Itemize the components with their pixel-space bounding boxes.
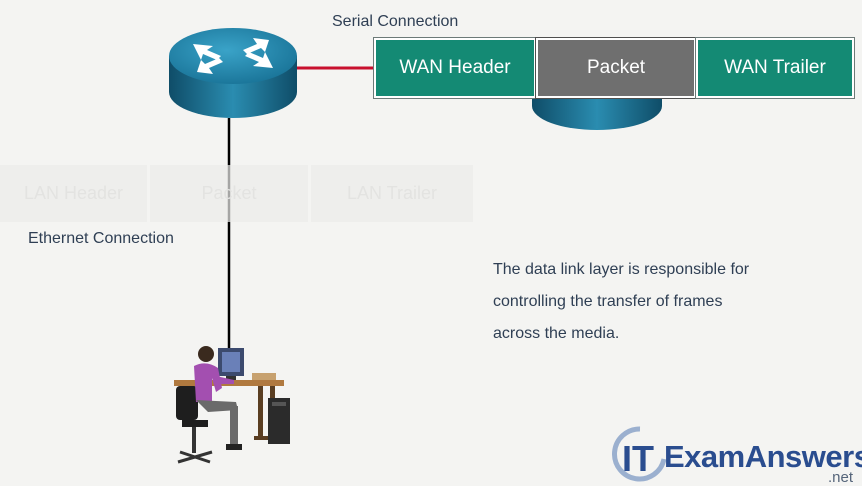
wan-header-cell: WAN Header [373,37,537,99]
workstation-user-icon [174,346,290,464]
ethernet-connection-label: Ethernet Connection [28,230,174,247]
logo-badge: IT [622,438,654,479]
description-text: The data link layer is responsible for c… [493,254,749,350]
lan-trailer-cell: LAN Trailer [311,165,473,222]
description-line: The data link layer is responsible for [493,261,750,278]
logo-suffix: .net [828,469,854,486]
lan-packet-cell: Packet [150,165,308,222]
wan-trailer-cell: WAN Trailer [695,37,855,99]
description-line: controlling the transfer of frames [493,293,723,310]
logo-badge-icon: IT [612,426,667,482]
site-logo: IT ExamAnswers .net [612,425,862,486]
router-icon [169,28,297,118]
serial-connection-label: Serial Connection [332,13,459,30]
lan-header-cell: LAN Header [0,165,147,222]
logo-name: ExamAnswers [664,439,862,474]
wan-packet-cell: Packet [535,37,697,99]
description-line: across the media. [493,325,620,342]
